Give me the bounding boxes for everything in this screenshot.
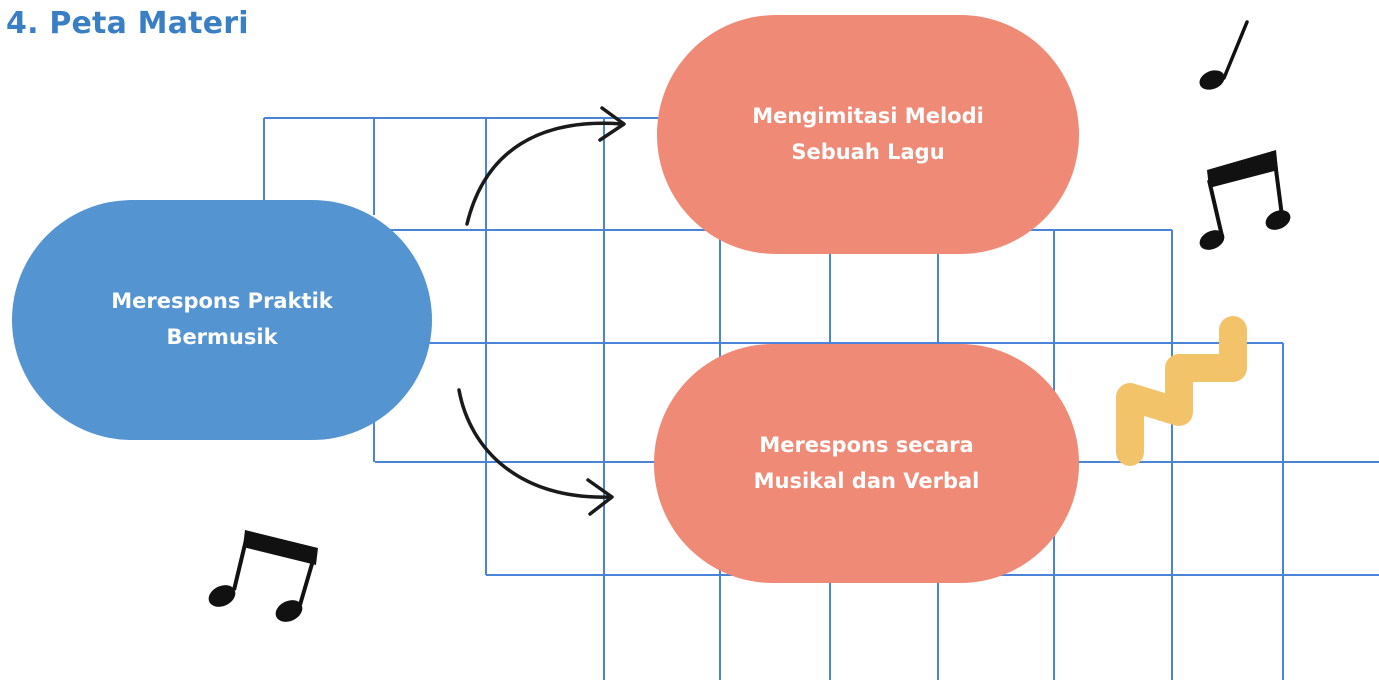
node-root-line2: Bermusik xyxy=(166,325,278,349)
node-root-line1: Merespons Praktik xyxy=(111,289,333,314)
node-branch-top-line2: Sebuah Lagu xyxy=(791,139,945,164)
beamed-notes-icon xyxy=(1199,150,1291,250)
eighth-note-icon xyxy=(1199,20,1249,90)
node-branch-bottom: Merespons secara Musikal dan Verbal xyxy=(654,344,1079,583)
zigzag-icon xyxy=(1116,316,1247,466)
arrow-icon xyxy=(457,388,614,516)
node-branch-bottom-line2: Musikal dan Verbal xyxy=(753,468,980,493)
node-branch-bottom-line1: Merespons secara xyxy=(759,432,974,457)
node-branch-top-line1: Mengimitasi Melodi xyxy=(752,103,984,128)
node-root: Merespons Praktik Bermusik xyxy=(12,200,432,440)
arrow-icon xyxy=(465,106,626,226)
beamed-notes-icon xyxy=(208,530,318,622)
page-title: 4. Peta Materi xyxy=(6,6,249,41)
node-branch-top: Mengimitasi Melodi Sebuah Lagu xyxy=(657,15,1079,254)
